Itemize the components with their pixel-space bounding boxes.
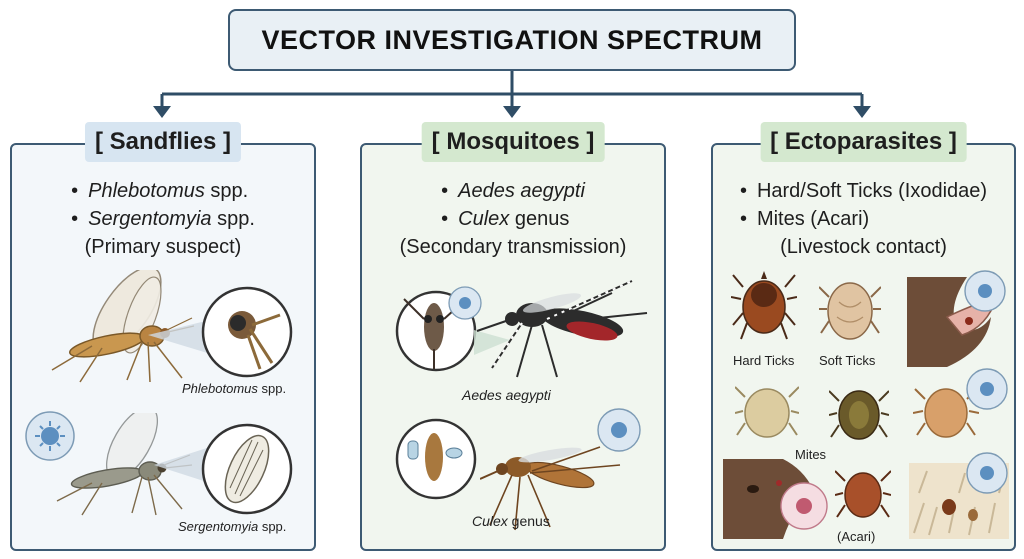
arrowhead-left [153,106,171,118]
sergentomyia-illustration [56,413,193,516]
zoom-cone [148,319,214,355]
panel-heading-sandflies: [ Sandflies ] [84,122,242,162]
panel-mosquitoes: [ Mosquitoes ] Aedes aegypti Culex genus… [360,122,666,551]
aedes-aegypti-illustration [476,280,648,378]
mite-illustration [735,386,799,438]
caption-mites: Mites [795,447,827,462]
caption-phlebotomus: Phlebotomus spp. [182,381,287,396]
list-item: Mites (Acari) [740,205,987,233]
virus-icon [964,270,1006,312]
virus-icon [448,286,482,320]
list-item: Phlebotomus spp. [71,177,255,205]
soft-tick-illustration [819,282,881,340]
caption-acari: (Acari) [837,529,876,544]
sandflies-note: (Primary suspect) [84,236,242,258]
list-item: Culex genus [441,205,585,233]
mite-illustration [829,390,889,440]
list-item: Hard/Soft Ticks (Ixodidae) [740,177,987,205]
caption-sergentomyia: Sergentomyia spp. [178,519,287,534]
connector-arrows [153,71,871,118]
virus-icon [25,411,75,461]
arrowhead-right [853,106,871,118]
diagram-title-text: VECTOR INVESTIGATION SPECTRUM [261,24,763,55]
sandfly-wing-zoom [201,423,293,515]
list-item: Sergentomyia spp. [71,205,255,233]
panel-heading-mosquitoes: [ Mosquitoes ] [421,122,605,162]
virus-icon [966,452,1008,494]
ectoparasites-note: (Livestock contact) [780,236,947,258]
mosquitoes-list: Aedes aegypti Culex genus (Secondary tra… [362,177,664,261]
mosquitoes-note: (Secondary transmission) [399,236,627,258]
sandfly-head-zoom [201,286,293,378]
panel-ectoparasites: [ Ectoparasites ] Hard/Soft Ticks (Ixodi… [711,122,1016,551]
virus-icon [780,482,828,530]
caption-aedes: Aedes aegypti [462,387,551,403]
arrowhead-center [503,106,521,118]
list-item: Aedes aegypti [441,177,585,205]
diagram-title: VECTOR INVESTIGATION SPECTRUM [228,9,796,71]
fur-with-mites-illustration [909,463,1009,539]
panel-heading-ectoparasites: [ Ectoparasites ] [760,122,967,162]
panel-sandflies: [ Sandflies ] Phlebotomus spp. Sergentom… [10,122,316,551]
zoom-cone [154,447,210,483]
caption-hard-ticks: Hard Ticks [733,353,795,368]
virus-icon [597,408,641,452]
culex-head-zoom [395,418,477,500]
virus-icon [966,368,1008,410]
ectoparasites-list: Hard/Soft Ticks (Ixodidae) Mites (Acari)… [713,177,1014,261]
sandflies-list: Phlebotomus spp. Sergentomyia spp. (Prim… [12,177,314,261]
acari-illustration [835,470,891,518]
zoom-cone [474,330,510,355]
caption-soft-ticks: Soft Ticks [819,353,876,368]
hard-tick-illustration [731,271,797,340]
caption-culex: Culex genus [472,513,550,529]
culex-illustration [480,446,621,531]
